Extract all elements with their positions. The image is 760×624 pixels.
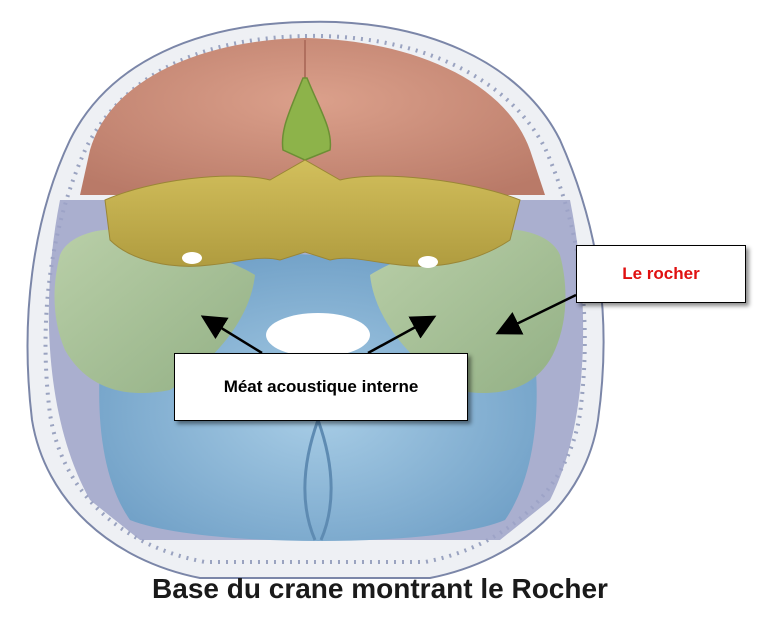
foramen-right: [418, 256, 438, 268]
ethmoid-bone: [281, 77, 332, 161]
arrow-meatus-right: [367, 315, 437, 355]
temporal-bone-left: [54, 229, 255, 394]
petrous-label: Le rocher: [622, 264, 700, 283]
foramen-left: [182, 252, 202, 264]
arrow-meatus-left: [200, 315, 263, 355]
meatus-label-box: Méat acoustique interne: [174, 353, 468, 421]
figure-caption: Base du crane montrant le Rocher: [152, 573, 608, 604]
sphenoid-bone: [104, 159, 521, 267]
temporal-bone-right: [370, 229, 566, 394]
petrous-label-box: Le rocher: [576, 245, 746, 303]
occipital-crest: [303, 419, 333, 541]
foramen-magnum: [266, 313, 370, 357]
arrow-petrous: [495, 293, 577, 335]
meatus-label: Méat acoustique interne: [223, 377, 419, 396]
